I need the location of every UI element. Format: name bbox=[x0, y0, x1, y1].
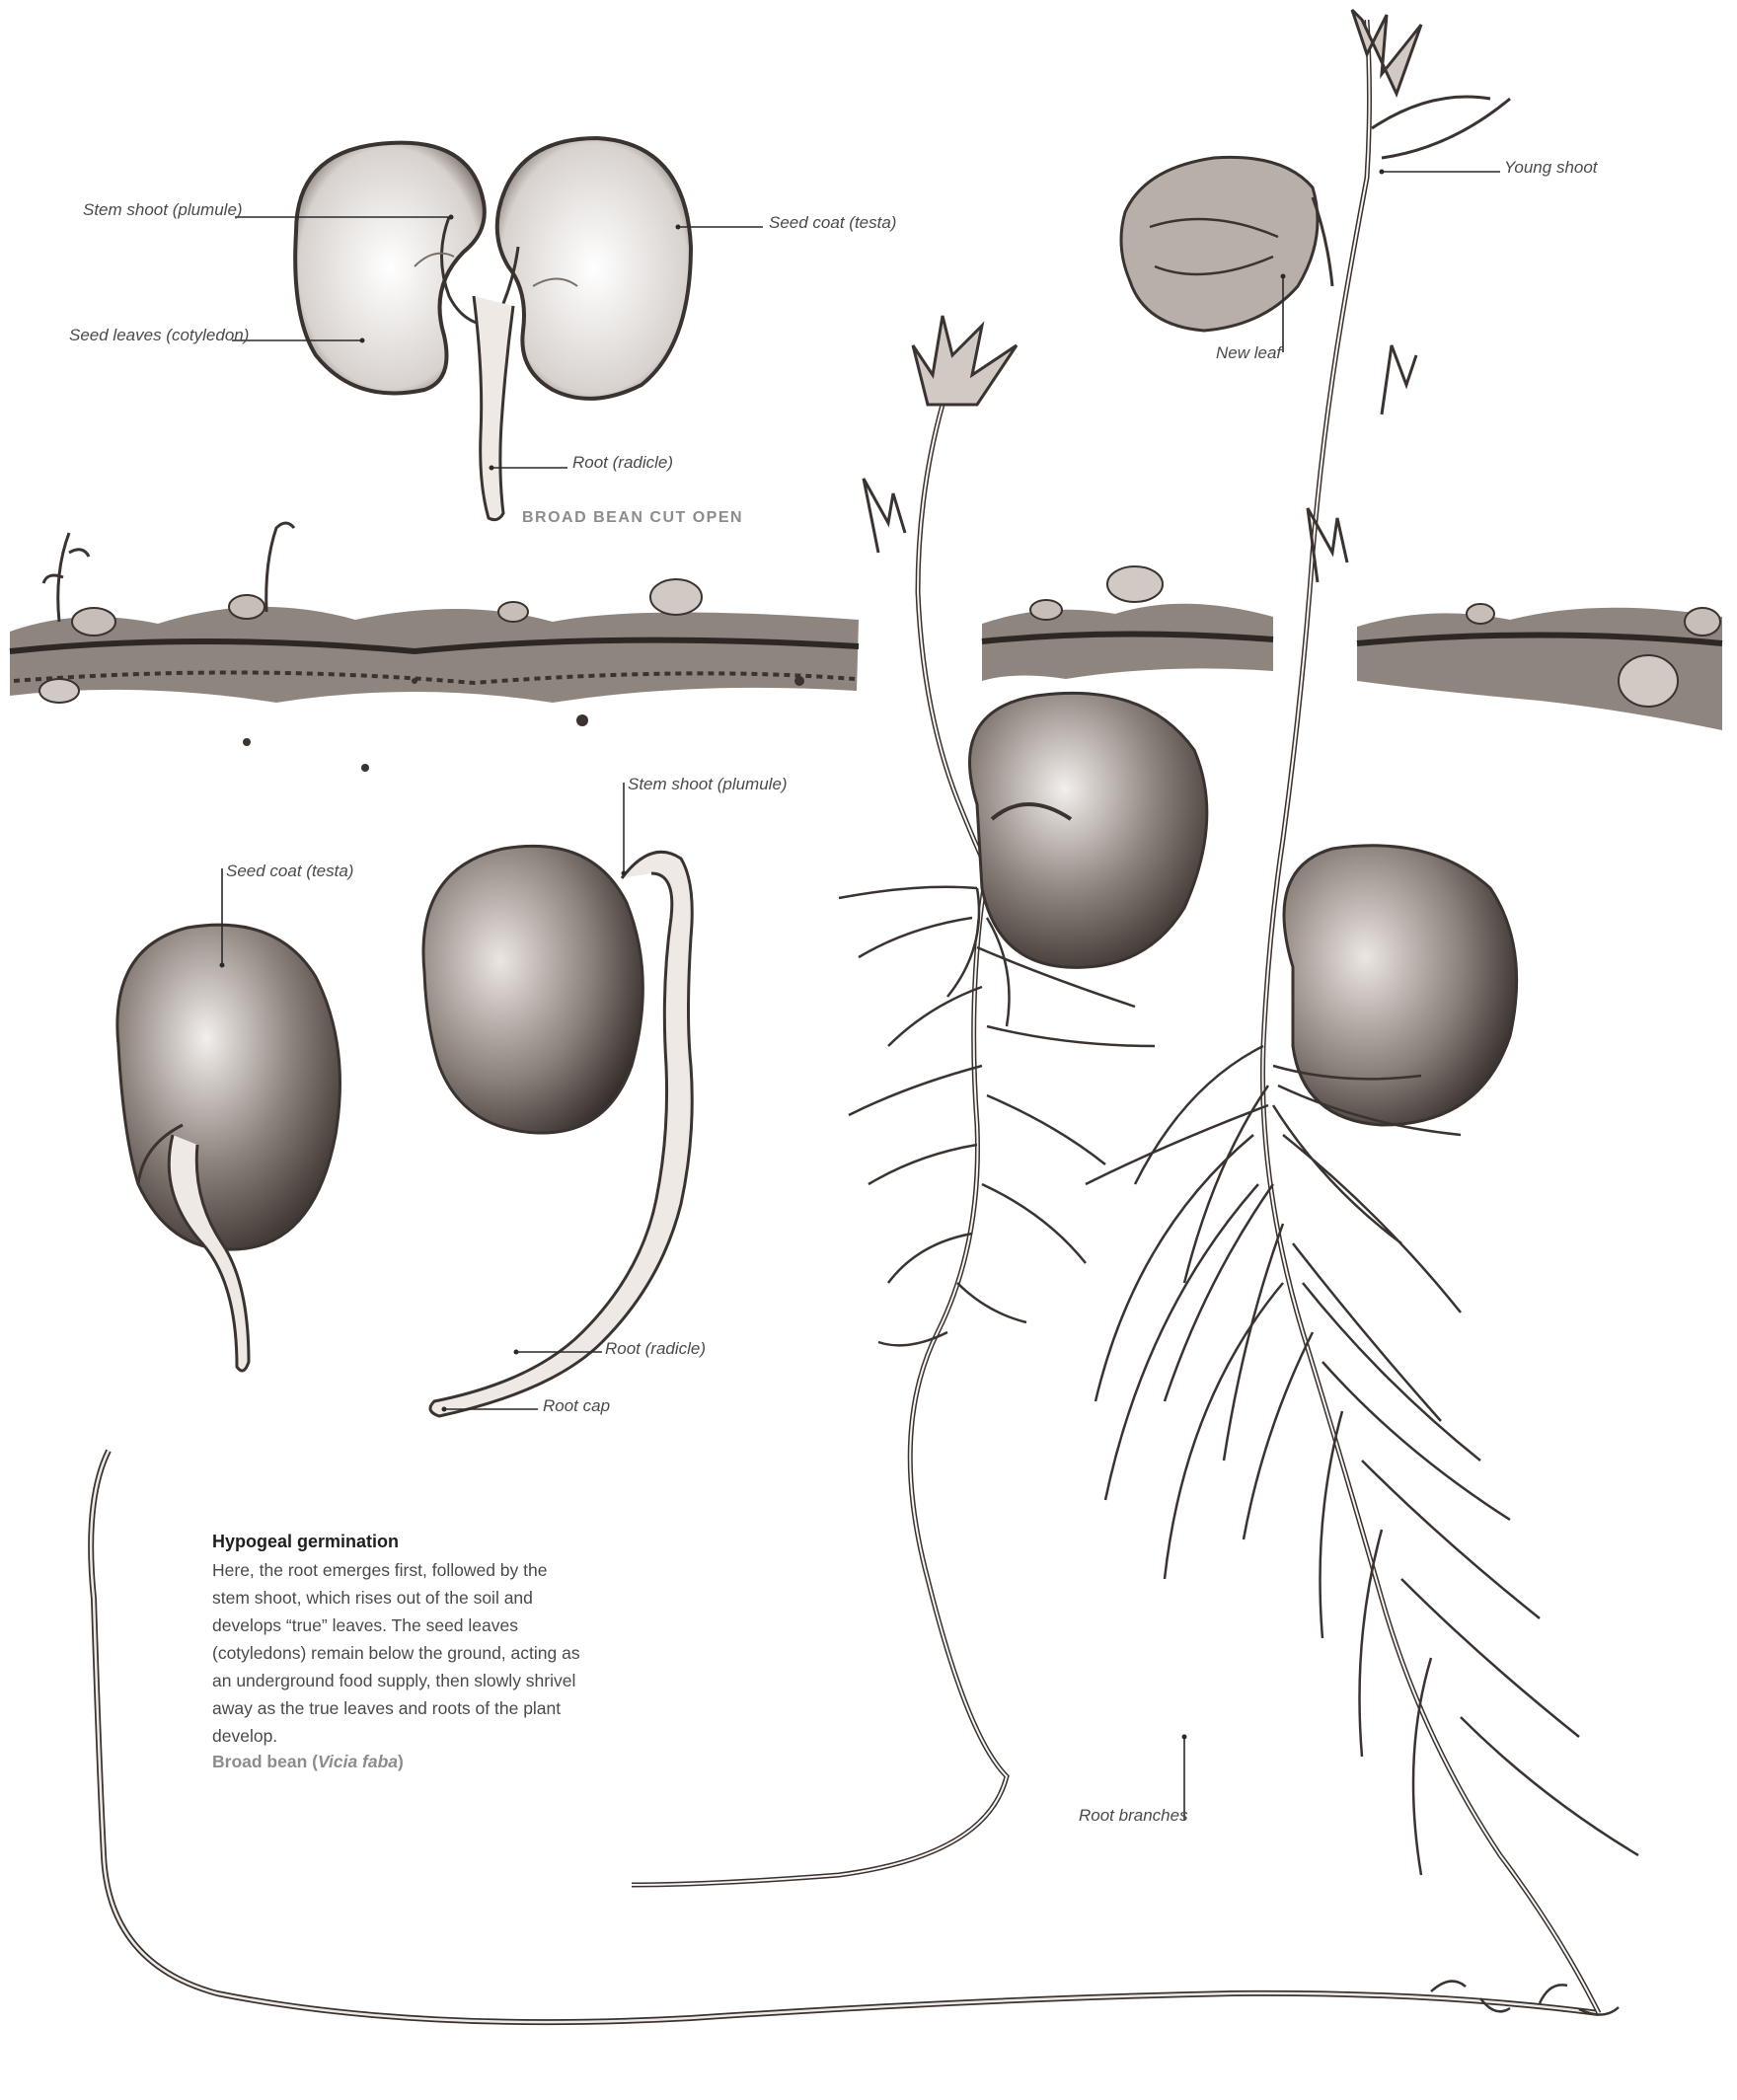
soil-middle bbox=[982, 566, 1273, 681]
label-root-cap: Root cap bbox=[543, 1396, 610, 1416]
seedling-plant-middle bbox=[632, 316, 1207, 1885]
description-block: Hypogeal germination Here, the root emer… bbox=[212, 1532, 587, 1772]
seed-with-radicle bbox=[117, 925, 340, 1371]
species-latin: Vicia faba bbox=[318, 1752, 398, 1771]
label-root-branches: Root branches bbox=[1079, 1806, 1188, 1826]
description-body: Here, the root emerges first, followed b… bbox=[212, 1556, 587, 1750]
label-stem-shoot-top: Stem shoot (plumule) bbox=[83, 200, 243, 220]
description-heading: Hypogeal germination bbox=[212, 1532, 587, 1552]
soil-left bbox=[10, 523, 859, 772]
species-name: Broad bean (Vicia faba) bbox=[212, 1752, 587, 1772]
soil-right bbox=[1357, 604, 1722, 730]
species-prefix: Broad bean ( bbox=[212, 1752, 318, 1771]
caption-cut-open: BROAD BEAN CUT OPEN bbox=[522, 509, 743, 527]
label-stem-shoot-mid: Stem shoot (plumule) bbox=[628, 775, 788, 794]
seedling-plant-right bbox=[1086, 10, 1638, 2013]
label-root-radicle-mid: Root (radicle) bbox=[605, 1339, 706, 1359]
seed-with-plumule bbox=[423, 846, 692, 1416]
label-root-radicle-top: Root (radicle) bbox=[572, 453, 673, 473]
label-young-shoot: Young shoot bbox=[1504, 158, 1598, 178]
label-seed-coat-mid: Seed coat (testa) bbox=[226, 862, 353, 881]
label-seed-leaves: Seed leaves (cotyledon) bbox=[69, 326, 249, 345]
species-suffix: ) bbox=[398, 1752, 404, 1771]
label-new-leaf: New leaf bbox=[1216, 343, 1281, 363]
label-seed-coat-top: Seed coat (testa) bbox=[769, 213, 896, 233]
